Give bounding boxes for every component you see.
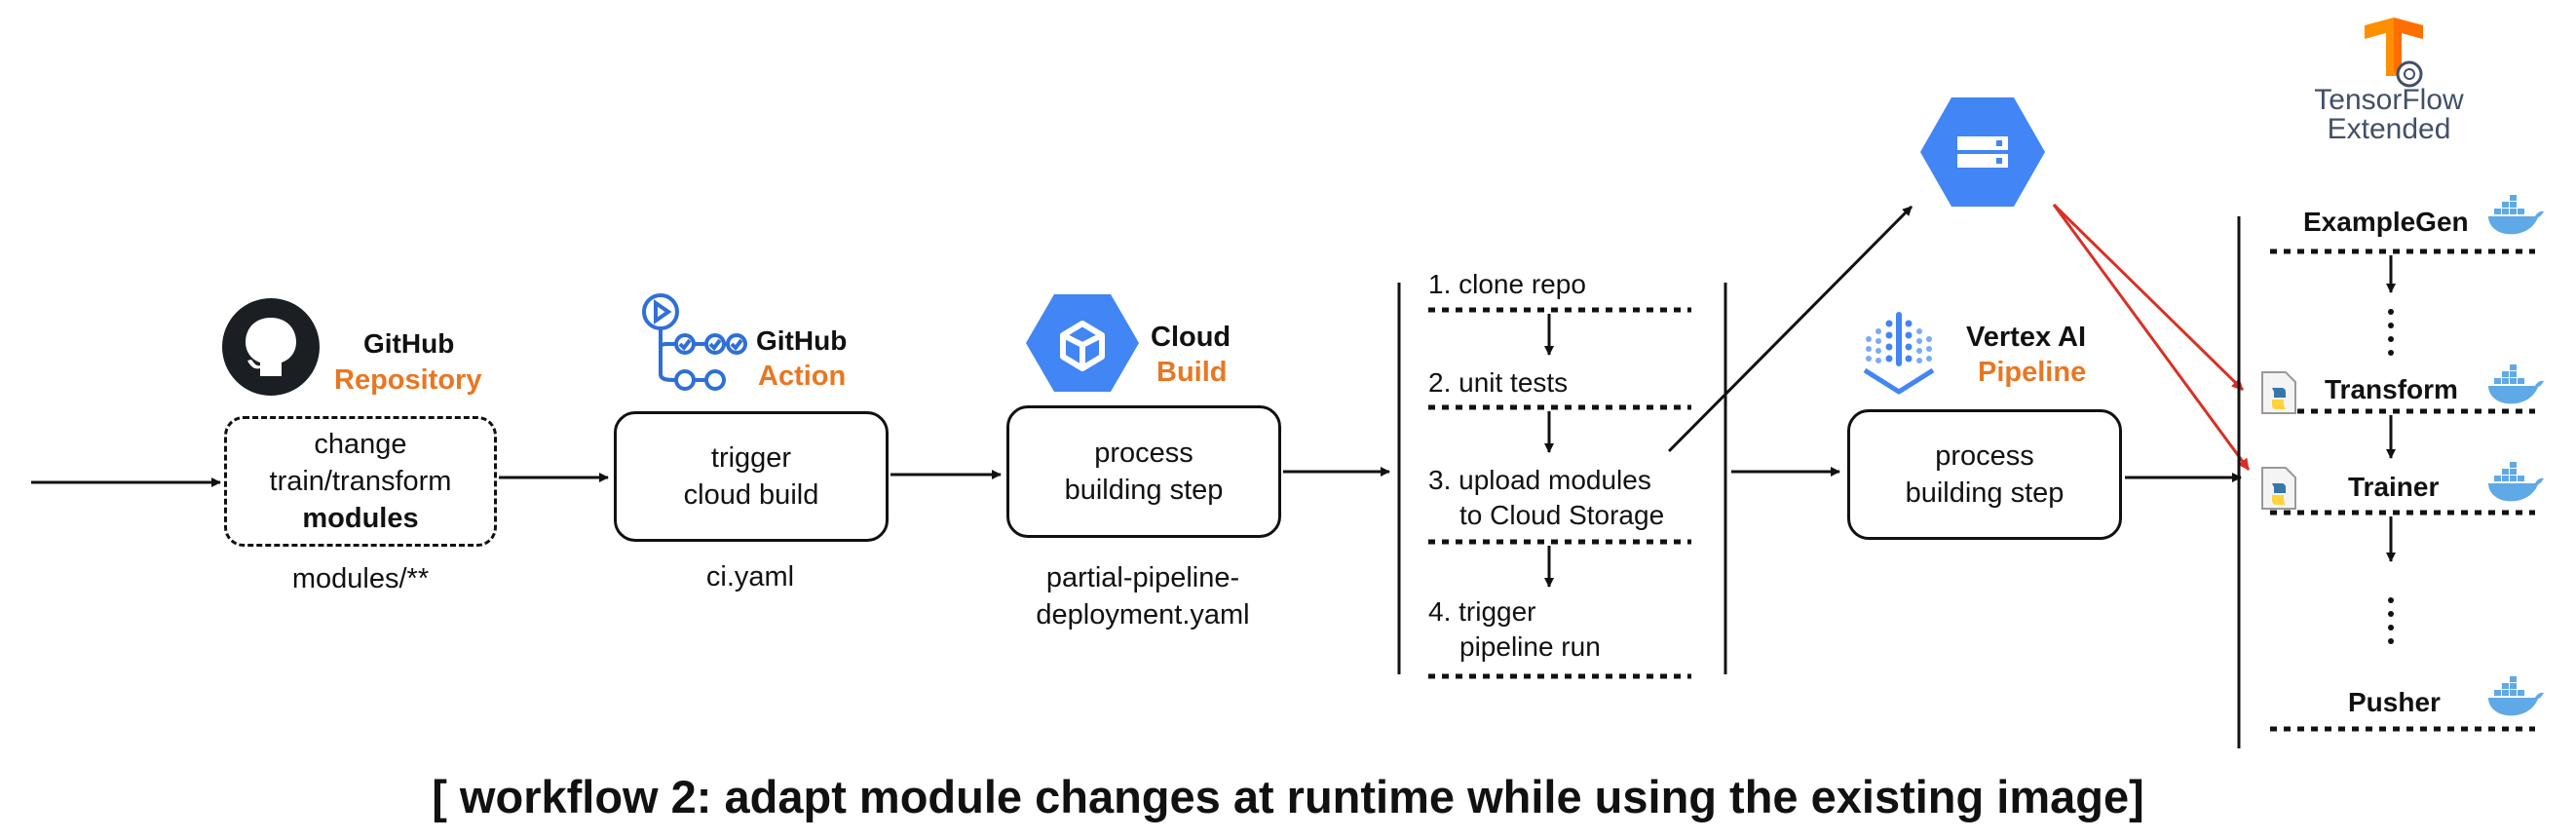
change-modules-box: change train/transform modules [224,416,497,547]
box-line: building step [1905,477,2065,509]
docker-icon [2486,462,2545,505]
arrow-upload-to-storage [1667,205,1913,453]
docker-icon [2486,364,2545,407]
github-action-caption: ci.yaml [705,561,795,592]
tfx-ellipsis-dot [2388,309,2394,315]
box-line: cloud build [683,479,819,511]
docker-icon [2486,676,2545,719]
vertex-ai-icon [1861,310,1937,398]
github-octocat-icon [222,298,320,396]
cloud-build-caption: partial-pipeline- deployment.yaml [1016,559,1269,633]
box-line: change [314,429,407,460]
caption-line: partial-pipeline- [1045,562,1240,593]
python-file-icon [2260,370,2299,415]
tfx-stage-transform: Transform [2325,374,2458,404]
box-line: process [1094,438,1193,469]
tensorflow-logo-icon [2359,18,2429,88]
tfx-ellipsis-dot [2388,323,2394,328]
cloud-build-title: Cloud [1151,322,1231,353]
step-line: 3. upload modules [1428,465,1651,495]
step-unit-tests: 2. unit tests [1428,367,1569,398]
tfx-logo-text: TensorFlow Extended [2301,86,2477,144]
tfx-ellipsis-dot [2388,638,2394,644]
tfx-ellipsis-dot [2388,611,2394,617]
caption-line: deployment.yaml [1036,599,1250,630]
step-trigger-pipeline: 4. trigger pipeline run [1428,594,1601,665]
tfx-stage-examplegen: ExampleGen [2303,207,2469,237]
python-file-icon [2260,466,2299,511]
step-line: 4. trigger [1428,596,1536,627]
tfx-stage-pusher: Pusher [2348,687,2441,717]
cloud-build-icon [1026,294,1139,392]
tfx-logo-line: TensorFlow [2314,84,2464,116]
vertex-process-box: process building step [1847,409,2122,540]
step-line: pipeline run [1459,631,1601,662]
vertex-ai-subtitle: Pipeline [1978,357,2087,388]
tfx-ellipsis-dot [2388,625,2394,630]
box-line: modules [302,503,419,534]
arrow-storage-to-trainer [2052,204,2251,471]
cloud-storage-icon [1920,97,2045,207]
github-action-title: GitHub [756,325,848,356]
vertex-ai-title: Vertex AI [1966,322,2087,353]
github-repo-subtitle: Repository [334,364,482,396]
docker-icon [2486,195,2545,238]
step-upload-modules: 3. upload modules to Cloud Storage [1428,463,1664,533]
arrow-storage-to-transform [2052,203,2245,392]
step-clone-repo: 1. clone repo [1428,269,1586,299]
tfx-ellipsis-dot [2388,597,2394,603]
box-line: process [1935,440,2034,472]
trigger-cloud-build-box: trigger cloud build [614,411,889,542]
github-repo-caption: modules/** [291,563,430,594]
cloud-build-subtitle: Build [1156,357,1228,388]
box-line: building step [1064,475,1224,506]
tfx-logo-line: Extended [2327,113,2451,145]
box-line: trigger [710,442,792,474]
box-line: train/transform [269,466,452,497]
github-actions-icon [641,290,748,398]
github-action-subtitle: Action [758,361,847,392]
tfx-ellipsis-dot [2388,336,2394,342]
cloud-build-process-box: process building step [1006,405,1281,538]
tfx-ellipsis-dot [2388,350,2394,356]
workflow-caption: [ workflow 2: adapt module changes at ru… [432,771,2144,822]
github-repo-title: GitHub [363,328,455,359]
step-line: to Cloud Storage [1459,500,1665,530]
tfx-stage-trainer: Trainer [2348,472,2440,502]
